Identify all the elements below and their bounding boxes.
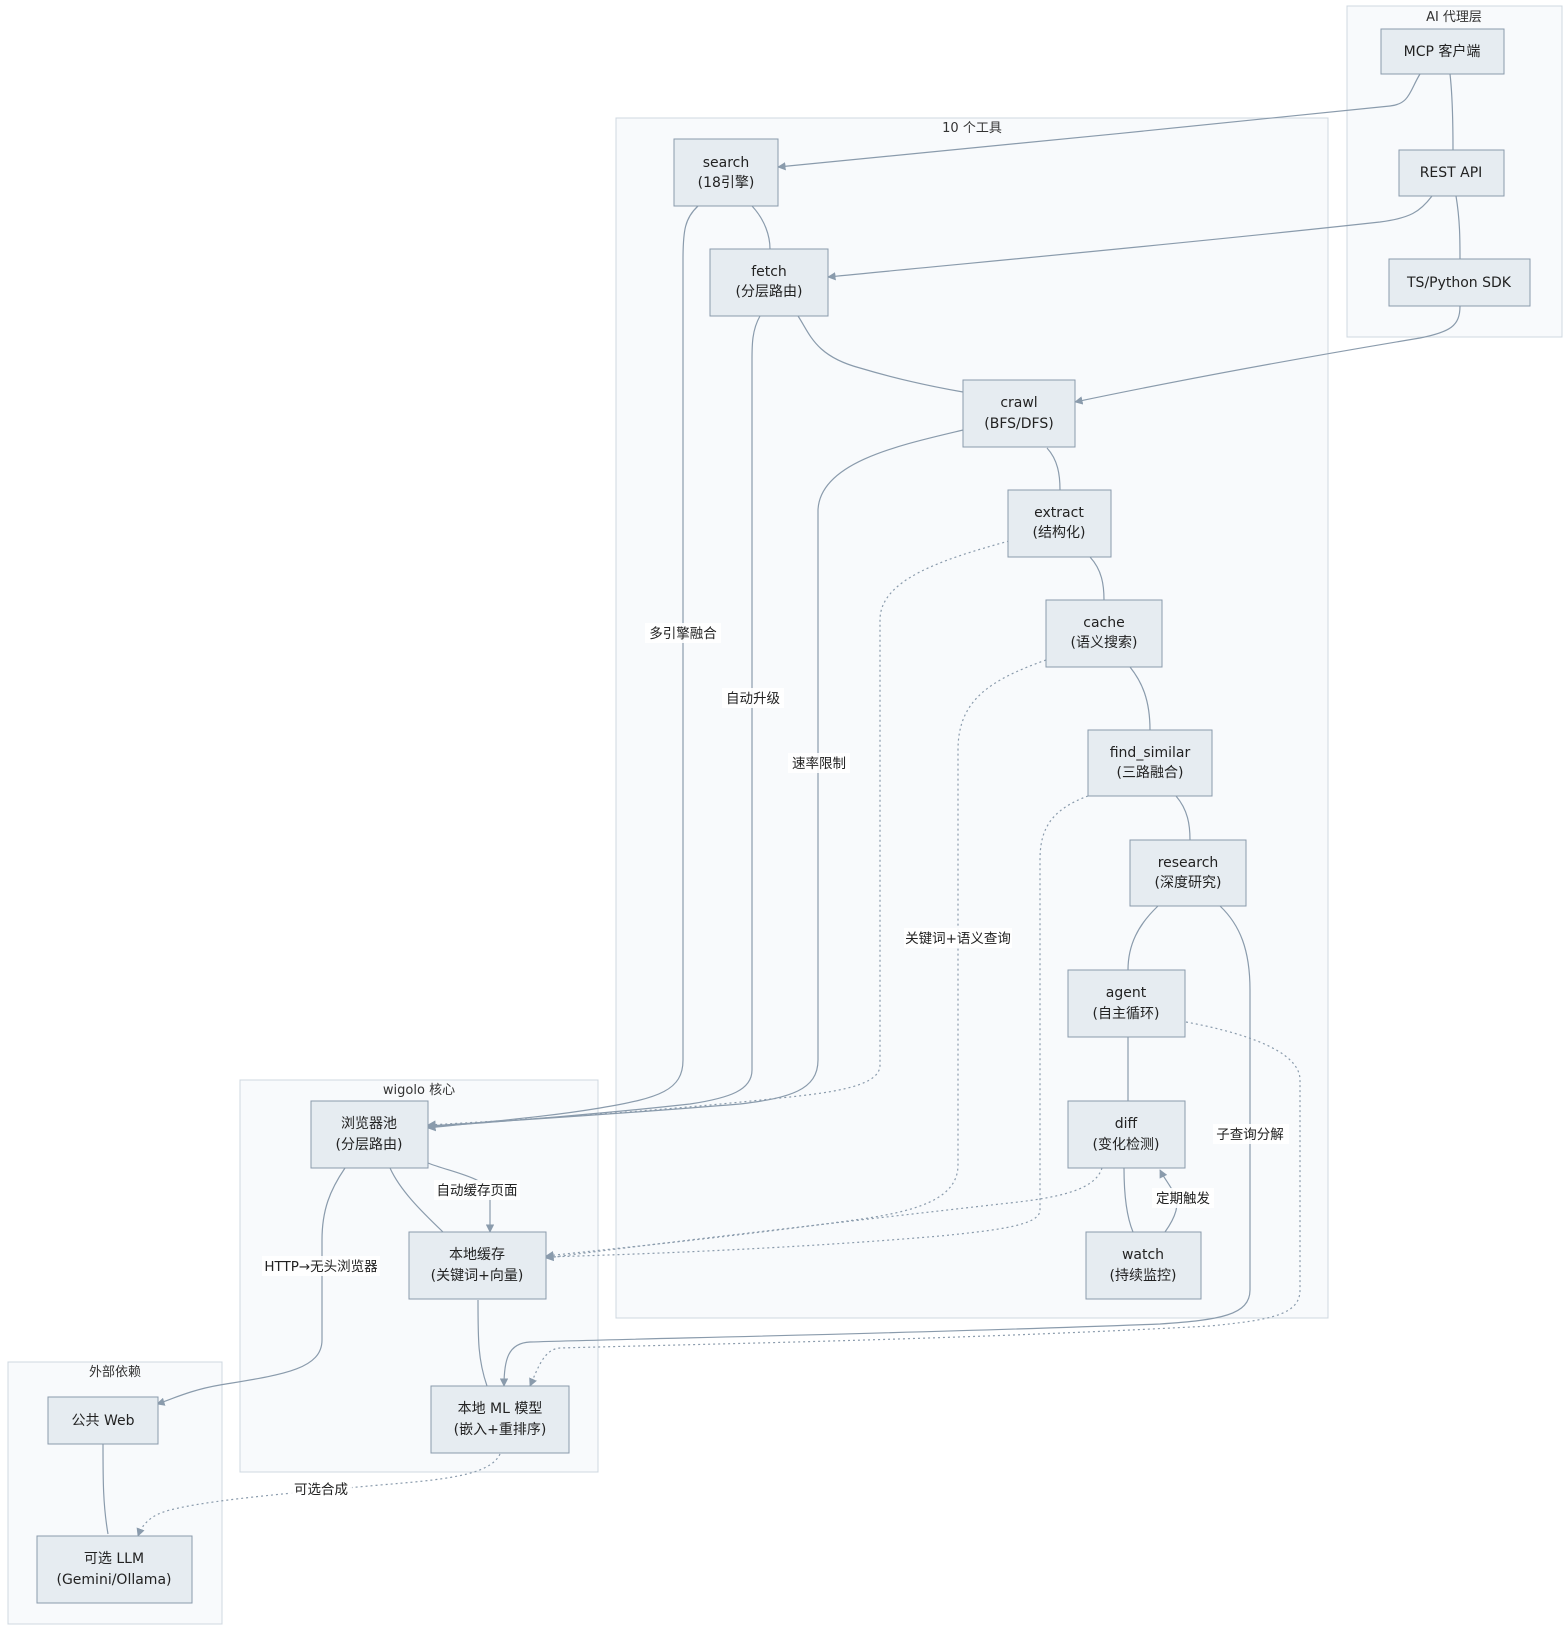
edge-label-http-headless: HTTP→无头浏览器 [264,1259,378,1275]
node-find-similar-line1: find_similar [1110,745,1191,761]
edge-findsimilar-research [1175,795,1191,841]
node-cache: cache (语义搜索) [1045,599,1163,668]
node-public-web: 公共 Web [47,1396,159,1445]
node-optional-llm-line1: 可选 LLM [84,1551,144,1567]
node-agent: agent (自主循环) [1067,969,1186,1038]
node-public-web-line1: 公共 Web [72,1413,135,1429]
node-fetch-line1: fetch [751,264,787,280]
edge-diff-localcache [545,1167,1103,1262]
node-extract: extract (结构化) [1007,489,1112,558]
node-local-cache: 本地缓存 (关键词+向量) [408,1231,547,1300]
node-browser-pool-line1: 浏览器池 [341,1116,397,1132]
edge-cache-findsimilar [1129,666,1151,731]
node-mcp-client-line1: MCP 客户端 [1404,43,1481,60]
cluster-core-title: wigolo 核心 [383,1083,455,1098]
node-cache-line1: cache [1083,615,1124,631]
node-search: search (18引擎) [673,138,779,207]
node-extract-line2: (结构化) [1033,525,1086,541]
node-rest-api: REST API [1398,149,1505,197]
node-cache-line2: (语义搜索) [1071,634,1138,651]
node-diff-line1: diff [1115,1116,1138,1132]
edge-fetch-crawl [797,315,964,393]
node-fetch: fetch (分层路由) [709,248,829,317]
node-local-cache-line1: 本地缓存 [449,1247,505,1263]
edge-research-agent [1127,905,1159,971]
edge-crawl-extract [1046,447,1061,491]
node-find-similar: find_similar (三路融合) [1087,729,1213,797]
node-optional-llm-line2: (Gemini/Ollama) [57,1572,172,1588]
node-rest-api-line1: REST API [1420,165,1483,181]
edge-label-scheduled: 定期触发 [1156,1191,1210,1207]
node-diff-line2: (变化检测) [1093,1137,1160,1153]
edge-label-optional-synth: 可选合成 [294,1482,348,1498]
node-research-line2: (深度研究) [1155,875,1222,891]
edge-sdk-crawl [1074,305,1461,405]
edge-rest-sdk [1455,195,1461,260]
node-crawl-line2: (BFS/DFS) [984,416,1053,432]
node-watch: watch (持续监控) [1085,1231,1202,1300]
edge-label-subquery: 子查询分解 [1216,1127,1284,1143]
node-optional-llm: 可选 LLM (Gemini/Ollama) [36,1535,193,1604]
node-find-similar-line2: (三路融合) [1117,765,1184,781]
edge-label-auto-upgrade: 自动升级 [726,691,780,707]
node-research-line1: research [1158,855,1219,871]
node-diff: diff (变化检测) [1067,1100,1186,1169]
edge-mcp-search [777,73,1421,171]
node-browser-pool: 浏览器池 (分层路由) [310,1100,429,1169]
node-crawl: crawl (BFS/DFS) [962,379,1076,448]
edge-mlmodel-llm [136,1453,501,1537]
edge-label-auto-cache: 自动缓存页面 [437,1183,518,1199]
edges [102,73,1461,1537]
edge-mcp-rest [1449,73,1454,151]
node-fetch-line2: (分层路由) [736,284,803,300]
node-watch-line2: (持续监控) [1110,1267,1177,1284]
cluster-ai-layer-title: AI 代理层 [1426,10,1482,25]
node-mcp-client: MCP 客户端 [1380,28,1505,75]
edge-research-mlmodel [499,905,1251,1387]
cluster-external-title: 外部依赖 [89,1365,141,1380]
edge-browserpool-web [156,1167,346,1406]
node-sdk: TS/Python SDK [1388,258,1531,307]
edge-localcache-mlmodel [477,1299,488,1387]
node-browser-pool-line2: (分层路由) [336,1137,403,1153]
edge-diff-watch [1123,1167,1134,1233]
node-agent-line2: (自主循环) [1093,1006,1160,1022]
node-ml-model: 本地 ML 模型 (嵌入+重排序) [430,1385,570,1454]
edge-browserpool-localcache-2 [389,1167,444,1233]
cluster-tools: 10 个工具 [615,117,1329,1319]
cluster-tools-title: 10 个工具 [942,121,1002,136]
node-sdk-line1: TS/Python SDK [1406,275,1512,291]
edge-extract-browserpool [427,540,1010,1129]
node-local-cache-line2: (关键词+向量) [431,1268,524,1284]
node-extract-line1: extract [1034,505,1084,521]
node-ml-model-line2: (嵌入+重排序) [454,1422,547,1438]
node-search-line2: (18引擎) [698,175,755,191]
node-search-line1: search [703,155,750,171]
edge-labels: 多引擎融合 自动升级 速率限制 关键词+语义查询 子查询分解 定期触发 自动缓存… [262,623,1289,1499]
node-research: research (深度研究) [1129,839,1247,907]
edge-web-llm [102,1443,109,1535]
edge-label-keyword-semantic: 关键词+语义查询 [905,931,1011,947]
node-ml-model-line1: 本地 ML 模型 [458,1401,543,1417]
node-watch-line1: watch [1122,1247,1164,1263]
edge-agent-mlmodel [529,1021,1301,1387]
edge-extract-cache [1089,556,1105,601]
edge-rest-fetch [827,195,1433,281]
edge-label-rate-limit: 速率限制 [792,755,846,772]
node-agent-line1: agent [1106,985,1147,1001]
node-crawl-line1: crawl [1000,395,1037,411]
edge-label-multi-engine: 多引擎融合 [649,625,717,642]
edge-search-fetch [751,205,771,250]
